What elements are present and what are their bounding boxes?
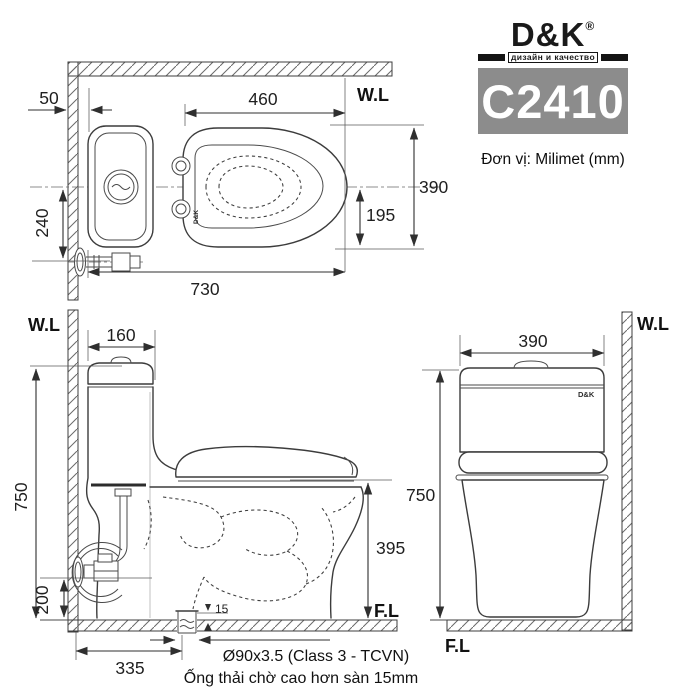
dim-text-total-length: 730 xyxy=(190,279,219,299)
top-view-seat: D&K xyxy=(171,127,348,248)
dim-tank-depth: 160 xyxy=(87,325,156,380)
tagline-bar-left xyxy=(478,54,505,61)
dim-text-tank-width: 390 xyxy=(518,331,547,351)
dim-text-bowl-width: 390 xyxy=(419,177,448,197)
tagline-bar-right xyxy=(601,54,628,61)
brand-mark-top-view: D&K xyxy=(193,210,200,224)
dim-text-half-width: 195 xyxy=(366,205,395,225)
front-view-tank: D&K xyxy=(455,360,609,481)
side-view-wall xyxy=(67,309,79,633)
front-view-floor xyxy=(430,619,633,632)
floor-line-label-side: F.L xyxy=(374,601,399,621)
dim-tank-width: 390 xyxy=(459,331,605,366)
tank-lid-button-front xyxy=(513,360,549,369)
side-view-supply xyxy=(71,488,132,603)
dim-total-length: 730 xyxy=(87,250,346,299)
dim-text-supply-height: 200 xyxy=(32,585,52,614)
dim-drain-offset: 335 xyxy=(75,632,183,678)
bowl-dashed-outline xyxy=(205,155,302,219)
bowl-rim-edge xyxy=(455,474,609,481)
brand-tagline: дизайн и качество xyxy=(507,52,599,63)
drain-callout: Ø90x3.5 (Class 3 - TCVN) Ống thải chờ ca… xyxy=(150,635,418,687)
side-view-floor xyxy=(40,619,398,632)
dim-supply-offset: 240 xyxy=(32,189,110,262)
side-view: 15 160 750 xyxy=(11,309,418,687)
dim-supply-height: 200 xyxy=(32,577,152,618)
side-view-dimensions: 160 750 200 395 xyxy=(11,315,418,687)
top-view-supply-valve xyxy=(68,247,146,277)
dim-total-height-side: 750 xyxy=(11,365,122,619)
top-view: D&K 50 xyxy=(28,61,448,301)
triangle-down-icon xyxy=(205,604,211,611)
dim-seat-length: 460 xyxy=(184,78,346,272)
model-code-box: C2410 xyxy=(478,68,628,134)
floor-line-label-front: F.L xyxy=(445,636,470,656)
stub-height-marker: 15 xyxy=(197,602,229,631)
brand-logo: D&K® xyxy=(478,18,628,51)
bowl-front-profile xyxy=(329,486,364,619)
dim-text-total-height-side: 750 xyxy=(11,482,31,511)
front-view-wall xyxy=(621,311,633,631)
top-view-wall xyxy=(67,61,393,301)
brand-tagline-bar: дизайн и качество xyxy=(478,52,628,63)
water-line-label-side: W.L xyxy=(28,315,60,335)
drain-spec-text: Ø90x3.5 (Class 3 - TCVN) xyxy=(223,648,409,665)
registered-mark: ® xyxy=(585,19,596,33)
drain-stub-pipe xyxy=(175,610,199,634)
dim-text-tank-depth: 160 xyxy=(106,325,135,345)
dim-text-supply-offset: 240 xyxy=(32,208,52,237)
triangle-up-icon xyxy=(204,623,212,631)
dim-text-stub-height: 15 xyxy=(215,602,229,616)
dim-text-total-height-front: 750 xyxy=(406,485,435,505)
side-view-tank xyxy=(85,356,181,619)
tank-band xyxy=(458,451,608,474)
dim-bowl-width: 390 xyxy=(330,124,448,250)
front-view-dimensions: 390 750 W.L F.L xyxy=(406,314,669,656)
dim-rim-height: 395 xyxy=(290,479,405,619)
flush-button xyxy=(103,169,139,205)
dim-text-rim-height: 395 xyxy=(376,538,405,558)
dim-half-width: 195 xyxy=(355,189,395,246)
dim-total-height-front: 750 xyxy=(406,369,459,619)
brand-mark-front-view: D&K xyxy=(578,390,595,399)
tank-lid-button xyxy=(110,356,132,364)
seat-hinges xyxy=(171,156,191,219)
water-line-label-front: W.L xyxy=(637,314,669,334)
dim-wall-gap: 50 xyxy=(28,88,112,132)
drain-note-text: Ống thải chờ cao hơn sàn 15mm xyxy=(184,667,418,687)
dim-text-seat-length: 460 xyxy=(248,89,277,109)
model-code: C2410 xyxy=(481,74,625,128)
top-view-tank xyxy=(87,125,154,248)
side-view-seat xyxy=(91,445,362,488)
unit-note: Đơn vị: Milimet (mm) xyxy=(481,151,625,168)
top-view-dimensions: 50 460 390 1 xyxy=(28,78,448,299)
dim-text-drain-offset: 335 xyxy=(115,658,144,678)
trapway-dashed xyxy=(143,496,356,610)
dim-text-wall-gap: 50 xyxy=(39,88,59,108)
brand-logo-text: D&K xyxy=(510,16,586,53)
front-view: D&K 390 750 xyxy=(406,311,669,656)
brand-block: D&K® дизайн и качество C2410 Đơn vị: Mil… xyxy=(478,18,628,169)
water-line-label-top: W.L xyxy=(357,85,389,105)
pedestal xyxy=(461,479,605,618)
